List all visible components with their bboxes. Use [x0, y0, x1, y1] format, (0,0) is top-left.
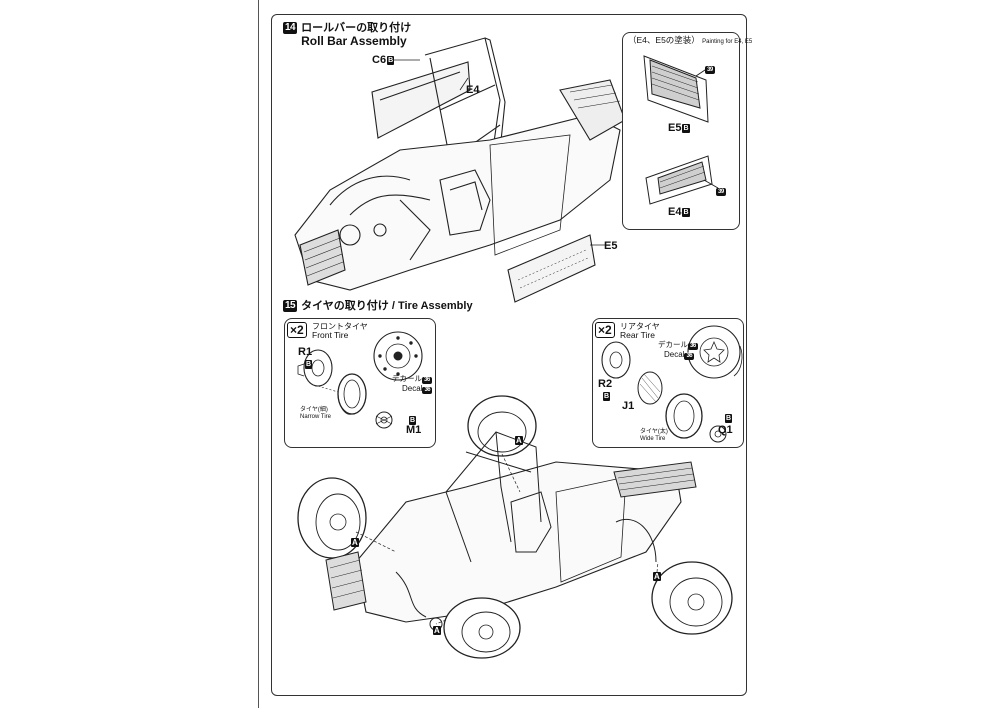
part-m1-mark: B [408, 414, 417, 426]
part-e5-label: E5 [604, 240, 618, 252]
assembly-mark-a-front-left: A [350, 536, 359, 548]
rear-tire-parts-drawing [601, 325, 743, 443]
narrow-tire-en: Narrow Tire [300, 414, 332, 420]
tire-assembly-drawing [297, 395, 733, 659]
part-m1-label: M1 [406, 424, 422, 436]
e4-color-mark-text: 39 [716, 188, 726, 196]
inset-e5-runner-mark: B [682, 123, 690, 133]
part-j1-label: J1 [622, 400, 635, 412]
front-tire-parts-drawing [297, 331, 423, 429]
wide-tire-en: Wide Tire [640, 436, 666, 442]
step-15-number: 15 [283, 300, 298, 312]
front-decal-jp: デカール [392, 374, 422, 383]
front-tire-inset [284, 318, 436, 448]
front-tire-title-jp: フロントタイヤ [312, 322, 368, 331]
rear-tire-title-en: Rear Tire [620, 330, 655, 340]
painting-inset-title: （E4、E5の塗装） Painting for E4, E5 [628, 36, 752, 47]
front-decal-en: Decal [402, 384, 423, 393]
e4-color-mark: 39 [716, 186, 726, 196]
assembly-mark-a-front-left-text: A [351, 537, 359, 547]
wide-tire-jp: タイヤ(太) [640, 429, 668, 435]
assembly-mark-a-front-right: A [432, 624, 441, 636]
painting-inset [622, 32, 740, 230]
e4-panel-painting-drawing [645, 155, 719, 205]
rear-decal-number: 36 [688, 343, 698, 350]
binding-line [258, 0, 259, 708]
rear-decal-jp: デカール [658, 340, 688, 349]
painting-inset-title-en: Painting for E4, E5 [702, 39, 753, 45]
step-15-title: タイヤの取り付け / Tire Assembly [301, 300, 473, 312]
part-e4-label: E4 [466, 84, 480, 96]
inset-e5-text: E5 [668, 122, 682, 134]
part-c6-runner-mark: B [387, 55, 395, 65]
assembly-mark-a-top-text: A [515, 435, 523, 445]
inset-e4-text: E4 [668, 206, 682, 218]
step-14-number: 14 [283, 22, 298, 34]
assembly-mark-a-front-right-text: A [433, 625, 441, 635]
part-c6-text: C6 [372, 54, 387, 66]
part-q1-mark: B [724, 412, 733, 424]
rear-tire-title-jp: リアタイヤ [620, 322, 660, 331]
roll-bar-assembly-drawing [294, 37, 626, 303]
part-m1-runner-mark: B [409, 415, 417, 425]
e5-color-mark: 39 [705, 64, 715, 74]
assembly-mark-a-rear-right: A [652, 570, 661, 582]
narrow-tire-jp: タイヤ(細) [300, 407, 328, 413]
step-14-title-en: Roll Bar Assembly [301, 34, 407, 48]
step-14-header: 14 ロールバーの取り付け Roll Bar Assembly [283, 22, 411, 48]
step-15-header: 15 タイヤの取り付け / Tire Assembly [283, 300, 473, 313]
rear-decal-en: Decal [664, 350, 685, 359]
part-q1-label: Q1 [718, 424, 733, 436]
part-r1-mark: B [304, 358, 313, 370]
part-r2-label: R2 [598, 378, 613, 390]
front-tire-title-en: Front Tire [312, 330, 349, 340]
part-r2-mark: B [602, 390, 611, 402]
part-r2-runner-mark: B [603, 391, 611, 401]
rear-multiplier: ×2 [595, 322, 615, 338]
painting-inset-title-jp: （E4、E5の塗装） [628, 35, 700, 45]
assembly-mark-a-top: A [514, 434, 523, 446]
part-r1-runner-mark: B [305, 359, 313, 369]
e5-color-mark-text: 39 [705, 66, 715, 74]
inset-e4-runner-mark: B [682, 207, 690, 217]
front-multiplier: ×2 [287, 322, 307, 338]
step-14-title-jp: ロールバーの取り付け [301, 22, 412, 34]
e5-panel-painting-drawing [643, 55, 709, 123]
part-r1-label: R1 [298, 346, 313, 358]
rear-decal-en-number: 36 [684, 353, 695, 360]
assembly-mark-a-rear-right-text: A [653, 571, 661, 581]
front-decal-number: 36 [422, 377, 432, 384]
front-decal-en-number: 36 [422, 387, 433, 394]
part-q1-runner-mark: B [725, 413, 733, 423]
